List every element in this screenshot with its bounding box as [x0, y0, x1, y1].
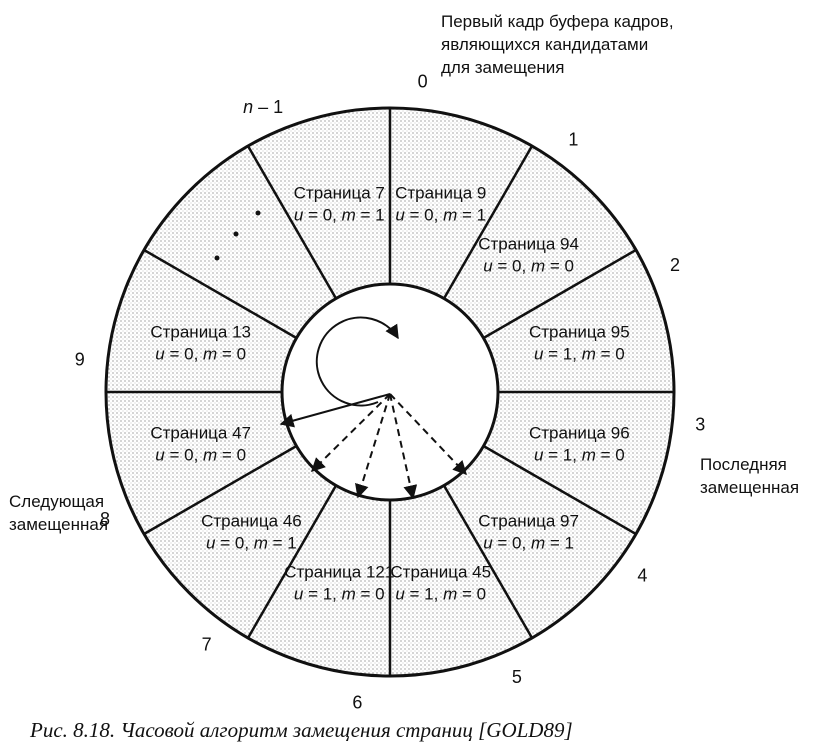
frame-page-label: Страница 46	[201, 512, 302, 531]
clock-pointer	[279, 393, 391, 428]
frame-index: 8	[100, 509, 110, 529]
frame-sector	[144, 146, 336, 338]
frame-sector	[144, 446, 336, 638]
frame-index-labels: 0 1 2 3 4 5 6 7 8 9 n – 1	[75, 72, 706, 713]
frame-sector	[106, 392, 297, 534]
frame-sector	[106, 250, 297, 392]
frame-use-modify-bits: u = 0, m = 0	[155, 344, 246, 363]
sector-divider	[482, 248, 637, 340]
pointer-scan-arrow	[389, 393, 418, 500]
frame-page-label: Страница 94	[478, 234, 579, 253]
frame-page-label: Страница 7	[294, 184, 385, 203]
first-frame-note-line-1: Первый кадр буфера кадров,	[441, 12, 674, 31]
ellipsis-dot	[214, 255, 220, 261]
frame-sector	[483, 250, 674, 392]
rotation-arrow	[315, 316, 399, 407]
ellipsis-dot	[233, 231, 239, 237]
frame-sector	[483, 392, 674, 534]
frame-use-modify-bits: u = 1, m = 0	[395, 584, 486, 603]
frame-use-modify-bits: u = 1, m = 0	[294, 584, 385, 603]
ellipsis-dot	[255, 210, 261, 216]
sector-divider	[482, 444, 637, 536]
frame-sector	[248, 108, 390, 299]
frame-page-label: Страница 121	[284, 562, 394, 581]
frame-index: 6	[352, 692, 362, 712]
pointer-scan-arrow	[355, 393, 391, 499]
sector-divider	[442, 484, 534, 639]
frame-index: 3	[695, 415, 705, 435]
sector-divider	[246, 145, 338, 300]
first-frame-note-line-2: являющихся кандидатами	[441, 35, 648, 54]
frame-sectors	[106, 108, 674, 676]
frame-page-label: Страница 9	[395, 184, 486, 203]
frame-use-modify-bits: u = 1, m = 0	[534, 446, 625, 465]
frame-use-modify-bits: u = 0, m = 1	[395, 206, 486, 225]
next-replaced-note-line-2: замещенная	[9, 515, 108, 534]
pointer-scan-arrow	[389, 393, 467, 476]
frame-sector	[390, 485, 532, 676]
frame-use-modify-bits: u = 0, m = 1	[206, 534, 297, 553]
frame-sector	[390, 108, 532, 299]
frame-index: 1	[568, 130, 578, 150]
frame-index: 5	[512, 667, 522, 687]
frame-use-modify-bits: u = 0, m = 1	[483, 534, 574, 553]
frame-use-modify-bits: u = 0, m = 0	[155, 446, 246, 465]
frame-sector	[248, 485, 390, 676]
frame-sector	[444, 446, 636, 638]
frame-index: 7	[202, 634, 212, 654]
sector-dividers	[106, 108, 674, 676]
frame-index: 4	[637, 565, 647, 585]
frame-sector	[444, 146, 636, 338]
frame-use-modify-bits: u = 0, m = 1	[294, 206, 385, 225]
first-frame-note-line-3: для замещения	[441, 58, 565, 77]
last-replaced-note-line-2: замещенная	[700, 478, 799, 497]
frame-index: 0	[418, 72, 428, 92]
frame-index: 9	[75, 349, 85, 369]
sector-divider	[143, 248, 298, 340]
frame-index: 2	[670, 255, 680, 275]
frame-page-label: Страница 97	[478, 512, 579, 531]
pointer-scan-arrow	[311, 393, 391, 472]
figure-caption: Рис. 8.18. Часовой алгоритм замещения ст…	[29, 718, 573, 742]
sector-divider	[442, 145, 534, 300]
sector-divider	[143, 444, 298, 536]
page-labels: Страница 9 u = 0, m = 1 Страница 94 u = 0, …	[150, 184, 629, 604]
inner-ring	[280, 282, 500, 502]
frame-page-label: Страница 45	[390, 562, 491, 581]
frame-page-label: Страница 13	[150, 322, 251, 341]
frame-index: n – 1	[243, 97, 283, 117]
frame-use-modify-bits: u = 0, m = 0	[483, 256, 574, 275]
frame-page-label: Страница 47	[150, 424, 251, 443]
frame-use-modify-bits: u = 1, m = 0	[534, 344, 625, 363]
sector-divider	[246, 484, 338, 639]
last-replaced-note-line-1: Последняя	[700, 455, 787, 474]
frame-page-label: Страница 96	[529, 424, 630, 443]
frame-page-label: Страница 95	[529, 322, 630, 341]
next-replaced-note-line-1: Следующая	[9, 492, 104, 511]
